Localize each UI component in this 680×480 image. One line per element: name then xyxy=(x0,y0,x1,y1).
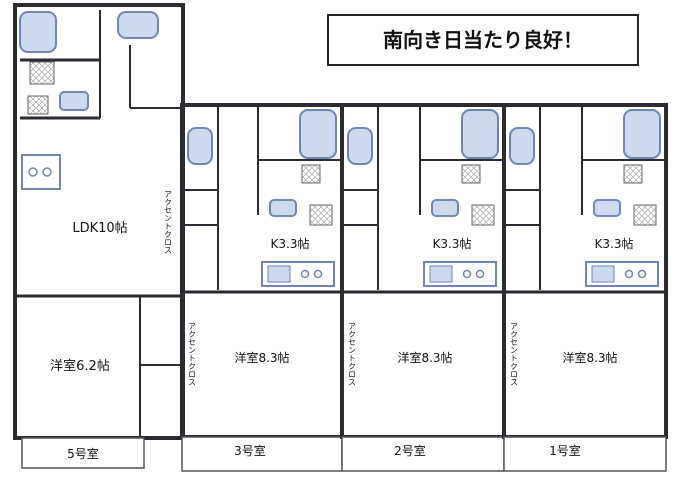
washbasin-icon xyxy=(269,199,297,217)
bathtub-icon xyxy=(299,109,337,159)
unit-5 xyxy=(13,3,185,469)
unit-3 xyxy=(180,103,344,472)
unit-1 xyxy=(502,103,668,472)
unit-1-accent-wall: アクセントクロス xyxy=(510,322,519,386)
unit-5-ldk-label: LDK10帖 xyxy=(72,221,127,236)
unit-2-accent-wall: アクセントクロス xyxy=(348,322,357,386)
unit-3-accent-wall: アクセントクロス xyxy=(188,322,197,386)
toilet-icon xyxy=(347,127,373,165)
toilet-icon xyxy=(187,127,213,165)
banner: 南向き日当たり良好！ xyxy=(327,14,639,66)
unit-1-room-label: 洋室8.3帖 xyxy=(562,350,617,365)
bathtub-icon xyxy=(623,109,661,159)
toilet-icon xyxy=(117,11,159,39)
unit-2-kitchen-label: K3.3帖 xyxy=(433,236,472,251)
bathtub-icon xyxy=(19,11,57,53)
washbasin-icon xyxy=(431,199,459,217)
unit-5-room-label: 洋室6.2帖 xyxy=(50,358,110,374)
unit-3-number: 3号室 xyxy=(234,443,266,458)
unit-2 xyxy=(340,103,506,472)
unit-5-accent-wall: アクセントクロス xyxy=(164,190,173,254)
banner-text: 南向き日当たり良好！ xyxy=(383,28,583,52)
unit-2-number: 2号室 xyxy=(394,443,426,458)
toilet-icon xyxy=(509,127,535,165)
unit-5-number: 5号室 xyxy=(67,446,99,461)
unit-1-number: 1号室 xyxy=(549,443,581,458)
unit-2-room-label: 洋室8.3帖 xyxy=(397,350,452,365)
bathtub-icon xyxy=(461,109,499,159)
unit-3-kitchen-label: K3.3帖 xyxy=(271,236,310,251)
washbasin-icon xyxy=(593,199,621,217)
unit-1-kitchen-label: K3.3帖 xyxy=(595,236,634,251)
washbasin-icon xyxy=(59,91,89,111)
unit-3-room-label: 洋室8.3帖 xyxy=(234,350,289,365)
kitchen-counter-icon xyxy=(21,154,61,190)
